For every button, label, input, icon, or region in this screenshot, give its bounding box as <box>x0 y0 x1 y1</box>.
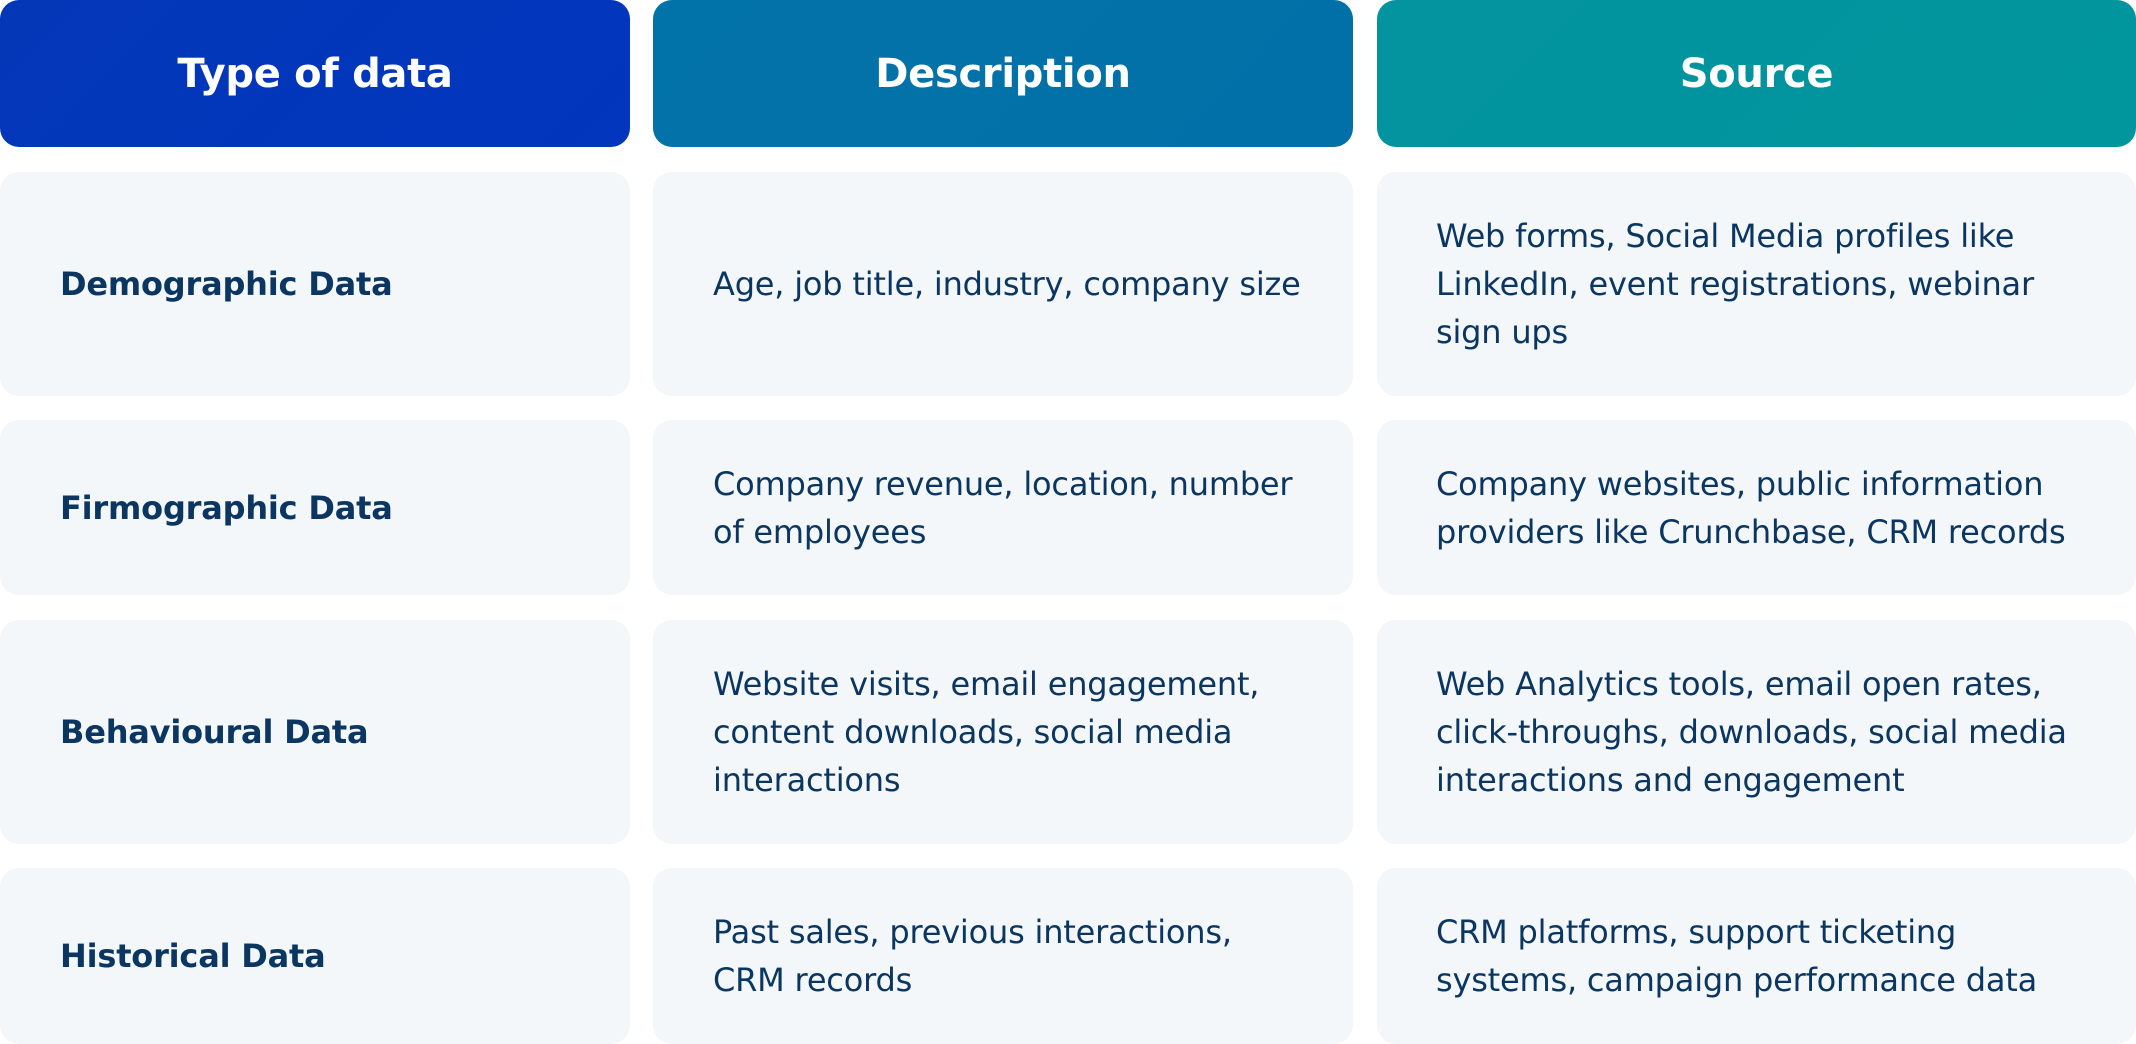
description-text: Age, job title, industry, company size <box>713 265 1301 303</box>
type-label: Firmographic Data <box>60 488 393 527</box>
table-header-row: Type of data Description Source <box>0 0 2136 147</box>
table-row: Demographic Data Age, job title, industr… <box>0 172 2136 396</box>
description-text: Website visits, email engagement, conten… <box>713 665 1260 799</box>
source-cell: Web forms, Social Media profiles like Li… <box>1377 172 2136 396</box>
description-cell: Company revenue, location, number of emp… <box>653 420 1353 595</box>
description-text: Company revenue, location, number of emp… <box>713 464 1293 551</box>
header-type-of-data: Type of data <box>0 0 630 147</box>
header-description: Description <box>653 0 1353 147</box>
source-text: CRM platforms, support ticketing systems… <box>1436 913 2038 999</box>
description-text: Past sales, previous interactions, CRM r… <box>713 913 1232 999</box>
source-cell: Web Analytics tools, email open rates, c… <box>1377 620 2136 844</box>
source-text: Company websites, public information pro… <box>1436 464 2066 551</box>
source-text: Web forms, Social Media profiles like Li… <box>1436 217 2034 351</box>
description-cell: Age, job title, industry, company size <box>653 172 1353 396</box>
type-cell: Behavioural Data <box>0 620 630 844</box>
type-cell: Demographic Data <box>0 172 630 396</box>
source-cell: Company websites, public information pro… <box>1377 420 2136 595</box>
source-cell: CRM platforms, support ticketing systems… <box>1377 868 2136 1044</box>
type-label: Historical Data <box>60 937 326 975</box>
type-label: Behavioural Data <box>60 713 369 751</box>
header-source: Source <box>1377 0 2136 147</box>
description-cell: Website visits, email engagement, conten… <box>653 620 1353 844</box>
table-row: Behavioural Data Website visits, email e… <box>0 620 2136 844</box>
type-cell: Firmographic Data <box>0 420 630 595</box>
type-cell: Historical Data <box>0 868 630 1044</box>
description-cell: Past sales, previous interactions, CRM r… <box>653 868 1353 1044</box>
table-row: Historical Data Past sales, previous int… <box>0 868 2136 1044</box>
type-label: Demographic Data <box>60 265 393 303</box>
table-row: Firmographic Data Company revenue, locat… <box>0 420 2136 595</box>
source-text: Web Analytics tools, email open rates, c… <box>1436 665 2067 799</box>
